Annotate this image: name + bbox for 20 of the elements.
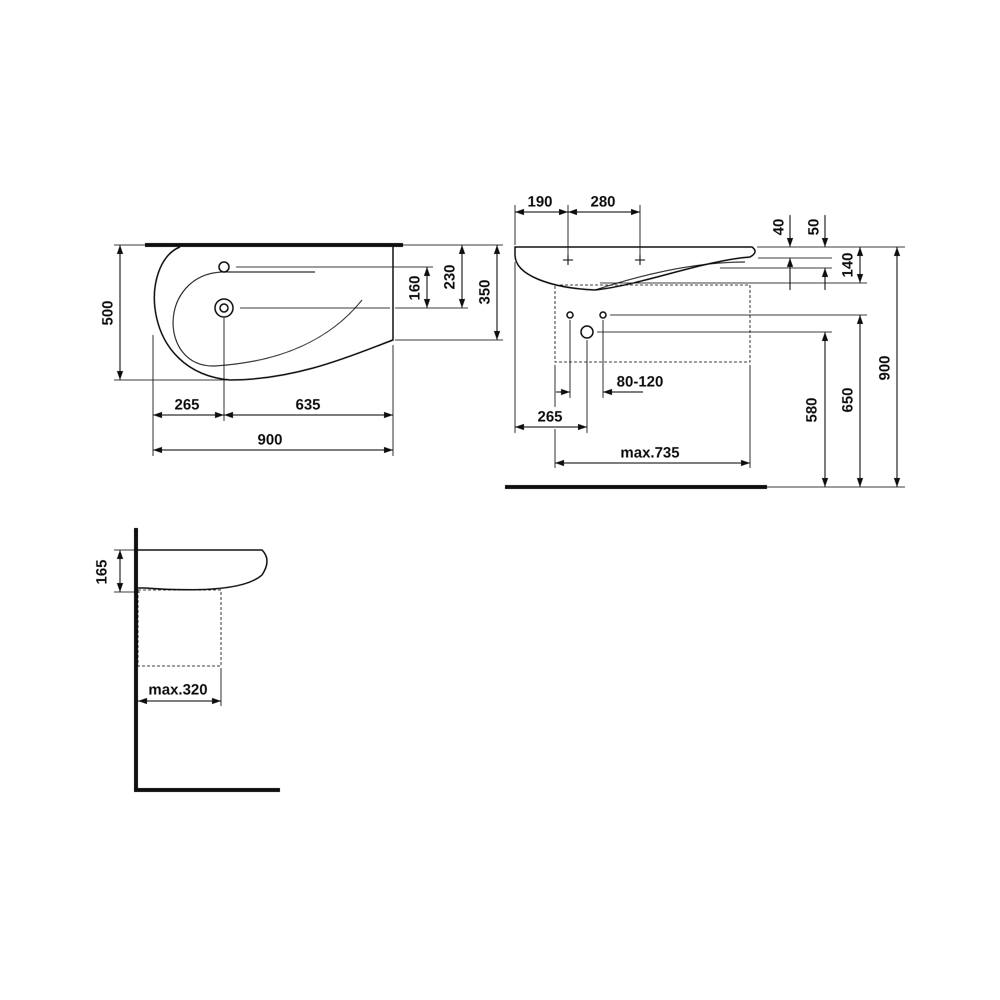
dimension-label: max.735	[620, 446, 680, 460]
dimension-label: 635	[295, 398, 321, 412]
dimension-label: 580	[804, 397, 820, 423]
dimension-label: 900	[878, 355, 892, 381]
dimension-label: 650	[840, 387, 856, 413]
dimension-label: 40	[772, 218, 786, 236]
dimension-label: 50	[806, 218, 822, 236]
dimension-label: 160	[408, 275, 422, 301]
dimension-label: 280	[590, 194, 616, 210]
dimension-label: 165	[94, 559, 110, 585]
dimension-label: 265	[537, 410, 563, 424]
dimension-label: 80-120	[616, 374, 664, 390]
dimension-label: 350	[478, 279, 492, 305]
dimension-label: 500	[100, 300, 116, 326]
dimension-label: max.320	[148, 682, 208, 698]
dimension-label: 265	[174, 398, 200, 412]
dimension-label: 190	[527, 194, 553, 210]
dimension-label: 230	[442, 264, 458, 290]
dimension-label: 140	[840, 252, 856, 278]
dimension-label: 900	[257, 432, 283, 448]
